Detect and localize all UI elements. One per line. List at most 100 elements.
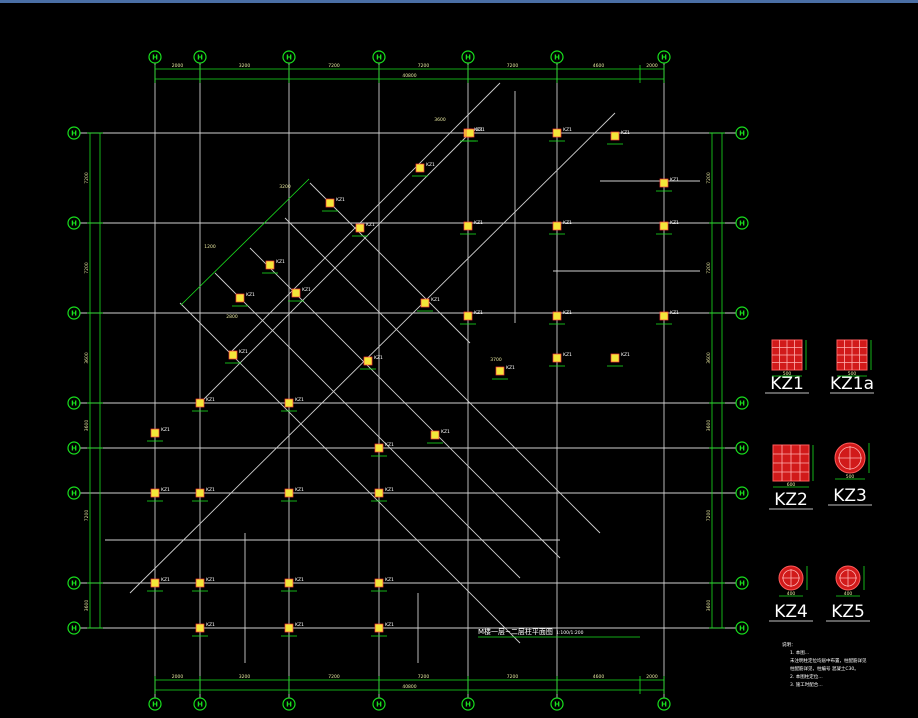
left-dimension-value: 7200 (84, 510, 90, 522)
column-marker (374, 578, 384, 588)
grid-bubble-bottom-label: H (197, 701, 203, 709)
grid-bubble-left-label: H (71, 220, 77, 228)
notes-line: 2. 本图柱定位… (790, 673, 823, 680)
bottom-dimension-value: 2000 (172, 674, 184, 680)
grid-bubble-bottom-label: H (465, 701, 471, 709)
column-tag: KZ1 (161, 487, 170, 493)
column-marker (195, 398, 205, 408)
column-marker (552, 221, 562, 231)
axis-line-diagonal (199, 132, 471, 404)
grid-bubble-right-label: H (739, 490, 745, 498)
column-marker (659, 221, 669, 231)
grid-bubble-left (67, 486, 81, 500)
grid-bubble-left-label: H (71, 445, 77, 453)
grid-bubble-left (67, 576, 81, 590)
right-dimension-value: 3600 (706, 420, 712, 432)
grid-bubble-bottom (193, 697, 207, 711)
column-marker (291, 288, 301, 298)
column-marker (415, 163, 425, 173)
grid-bubble-left-label: H (71, 310, 77, 318)
column-marker (463, 221, 473, 231)
column-marker (150, 578, 160, 588)
grid-bubble-left (67, 216, 81, 230)
grid-bubble-bottom (148, 697, 162, 711)
notes-line: 3. 施工时配合… (790, 681, 823, 688)
grid-bubble-top (657, 50, 671, 64)
grid-bubble-bottom (282, 697, 296, 711)
column-tag: KZ1 (206, 397, 215, 403)
legend-dim: 500 (846, 474, 855, 480)
grid-bubble-top-label: H (197, 54, 203, 62)
column-marker (325, 198, 335, 208)
column-tag: KZ1 (302, 287, 311, 293)
notes-line: 1. 本图… (790, 649, 809, 656)
legend-label: KZ4 (774, 602, 808, 622)
grid-bubble-left-label: H (71, 580, 77, 588)
column-tag: KZ1 (670, 220, 679, 226)
grid-bubble-right-label: H (739, 625, 745, 633)
grid-bubble-top (282, 50, 296, 64)
top-dimension-total: 40800 (402, 73, 416, 79)
bottom-dimension-value: 2000 (646, 674, 658, 680)
grid-bubble-bottom-label: H (286, 701, 292, 709)
axis-line-diagonal (214, 272, 521, 579)
right-dimension-value: 3600 (706, 352, 712, 364)
grid-bubble-left-label: H (71, 490, 77, 498)
grid-bubble-bottom-label: H (152, 701, 158, 709)
column-marker (195, 623, 205, 633)
column-marker (284, 488, 294, 498)
column-marker (465, 128, 475, 138)
grid-bubble-top (148, 50, 162, 64)
left-dimension-value: 3600 (84, 600, 90, 612)
column-tag: KZ1 (670, 177, 679, 183)
grid-bubble-right-label: H (739, 310, 745, 318)
axis-line-diagonal (309, 182, 471, 344)
bottom-dimension-value: 7200 (328, 674, 340, 680)
column-tag: KZ1 (161, 427, 170, 433)
column-tag: KZ1 (563, 310, 572, 316)
column-tag: KZ1 (474, 310, 483, 316)
grid-bubble-right (735, 216, 749, 230)
left-dimension-value: 7200 (84, 172, 90, 184)
column-marker (610, 131, 620, 141)
legend-dim: 600 (787, 482, 796, 488)
column-marker (150, 428, 160, 438)
grid-bubble-bottom-label: H (554, 701, 560, 709)
grid-bubble-right-label: H (739, 220, 745, 228)
bottom-dimension-value: 3200 (239, 674, 251, 680)
grid-bubble-left (67, 306, 81, 320)
grid-bubble-left-label: H (71, 130, 77, 138)
legend-label: KZ5 (831, 602, 865, 622)
grid-bubble-top-label: H (661, 54, 667, 62)
bottom-dimension-total: 40800 (402, 684, 416, 690)
grid-bubble-bottom (372, 697, 386, 711)
grid-bubble-bottom-label: H (376, 701, 382, 709)
grid-bubble-bottom (657, 697, 671, 711)
column-marker (265, 260, 275, 270)
right-dimension-value: 3600 (706, 600, 712, 612)
column-marker (195, 578, 205, 588)
column-marker (463, 311, 473, 321)
grid-bubble-left-label: H (71, 625, 77, 633)
diagonal-dimension-value: 3200 (279, 184, 291, 190)
column-marker (552, 128, 562, 138)
grid-bubble-bottom-label: H (661, 701, 667, 709)
diagonal-dimension-value: 3700 (490, 357, 502, 363)
bottom-dimension-value: 7200 (507, 674, 519, 680)
column-tag: KZ1 (474, 220, 483, 226)
grid-bubble-top-label: H (376, 54, 382, 62)
grid-bubble-right (735, 621, 749, 635)
column-marker (552, 311, 562, 321)
column-tag: KZ1 (336, 197, 345, 203)
grid-bubble-top (193, 50, 207, 64)
column-marker (355, 223, 365, 233)
column-marker (150, 488, 160, 498)
axis-line-diagonal (249, 247, 561, 559)
grid-bubble-right-label: H (739, 130, 745, 138)
drawing-scale: 1:100/1:200 (556, 630, 584, 636)
axis-line-diagonal (229, 82, 501, 354)
legend-dim: 500 (783, 371, 792, 377)
column-tag: KZ1 (431, 297, 440, 303)
